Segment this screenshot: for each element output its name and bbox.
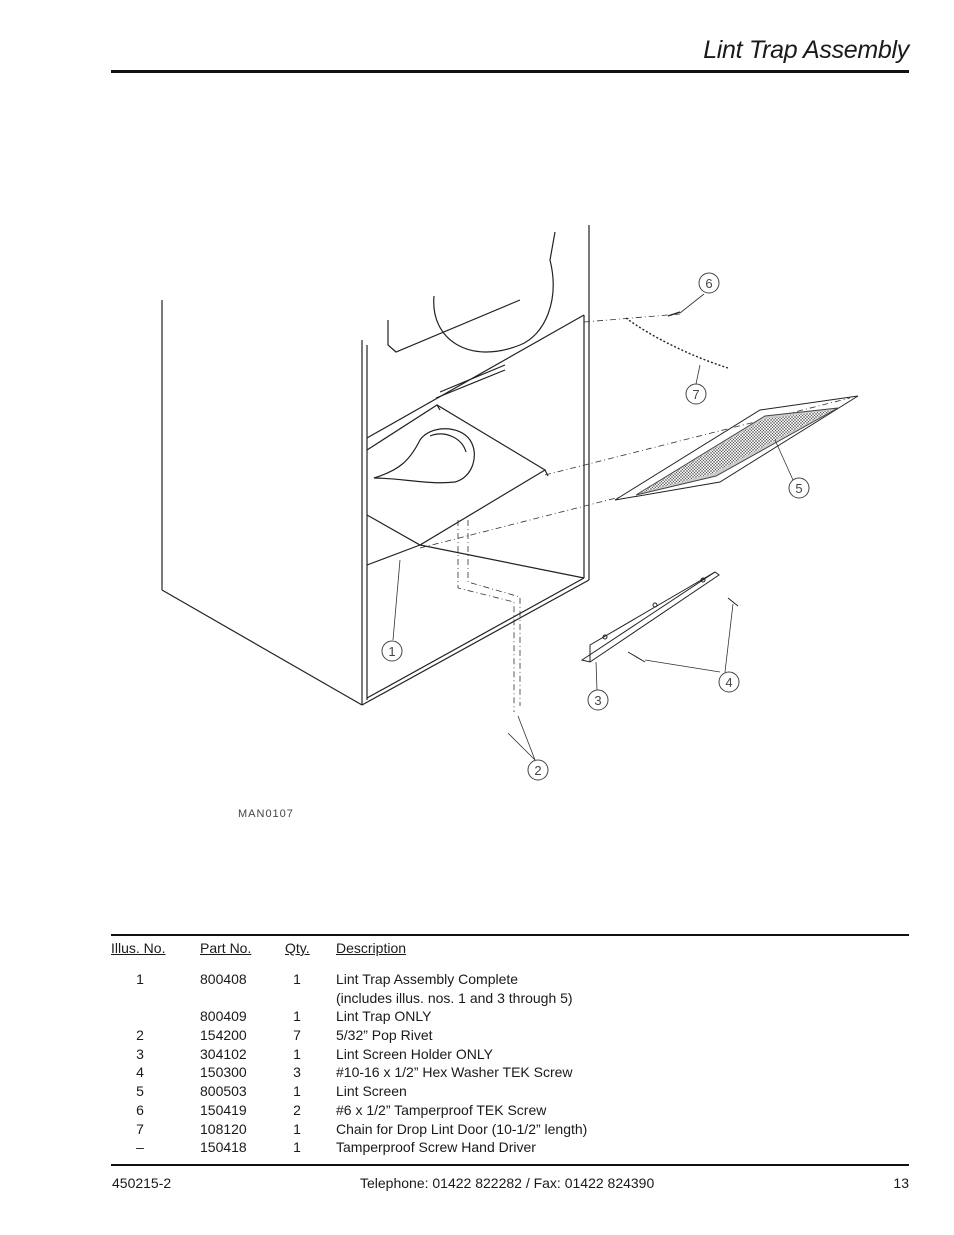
callout-label-5: 5 [795,481,802,496]
cabinet-body [161,225,590,706]
description-cell: #10-16 x 1/2” Hex Washer TEK Screw [336,1064,573,1081]
callout-label-6: 6 [705,276,712,291]
header-qty: Qty. [285,940,310,956]
parts-rows: 1 800408 1 Lint Trap Assembly Complete (incl… [111,971,909,1158]
illus-cell: 4 [136,1064,144,1081]
part-number-cell: 154200 [200,1027,247,1044]
callout-5 [788,477,810,499]
lint-screen [614,395,859,501]
table-row: 3 304102 1 Lint Screen Holder ONLY [111,1046,909,1065]
illus-cell: 6 [136,1101,144,1118]
qty-cell: 1 [293,1139,301,1156]
description-cell: Lint Screen Holder ONLY [336,1045,493,1062]
table-row: – 150418 1 Tamperproof Screw Hand Driver [111,1139,909,1158]
page-number: 13 [893,1175,909,1191]
part-number-cell: 150300 [200,1064,247,1081]
qty-cell: 3 [293,1064,301,1081]
qty-cell: 1 [293,1008,301,1025]
description-cell: Lint Trap Assembly Complete [336,971,519,987]
callout-1 [381,640,403,662]
description-cell: 5/32” Pop Rivet [336,1027,433,1044]
callout-3 [587,689,609,711]
part-number-cell: 108120 [200,1120,247,1137]
page-title: Lint Trap Assembly [703,36,909,64]
callout-label-3: 3 [594,693,601,708]
part-number-cell: 800409 [200,1008,247,1025]
description-cell: #6 x 1/2” Tamperproof TEK Screw [336,1101,547,1118]
illus-cell: 2 [136,1027,144,1044]
table-row: 4 150300 3 #10-16 x 1/2” Hex Washer TEK Scr… [111,1064,909,1083]
part-number-cell: 304102 [200,1045,247,1062]
callout-label-7: 7 [692,387,699,402]
callout-label-1: 1 [388,644,395,659]
callout-label-4: 4 [725,675,732,690]
drawing-id: MAN0107 [238,808,294,820]
chain [625,311,729,369]
doc-number: 450215-2 [112,1175,172,1191]
callout-label-2: 2 [534,763,541,778]
callout-7 [685,383,707,405]
header-rule [111,70,909,73]
part-number-cell: 800408 [200,971,247,987]
part-number-cell: 150419 [200,1101,247,1118]
exploded-parts-diagram: 1 2 3 4 5 6 7 MAN0107 [161,225,859,820]
description-cell: Lint Screen [336,1083,407,1100]
callout-6 [698,272,720,294]
table-row: 2 154200 7 5/32” Pop Rivet [111,1027,909,1046]
footer-rule [111,1164,909,1166]
description-cell: Lint Trap ONLY [336,1008,432,1025]
callout-4 [718,671,740,693]
description-cell: Tamperproof Screw Hand Driver [336,1139,536,1156]
part-number-cell: 150418 [200,1139,247,1156]
table-row: 800409 1 Lint Trap ONLY [111,1008,909,1027]
illus-cell: 7 [136,1120,144,1137]
qty-cell: 1 [293,971,301,987]
table-row: 1 800408 1 Lint Trap Assembly Complete [111,971,909,990]
header-part-no: Part No. [200,940,252,956]
contact-info: Telephone: 01422 822282 / Fax: 01422 824… [360,1175,655,1191]
illus-cell: 3 [136,1045,144,1062]
part-number-cell: 800503 [200,1083,247,1100]
illus-cell: 1 [136,971,144,987]
qty-cell: 1 [293,1120,301,1137]
illus-cell: 5 [136,1083,144,1100]
qty-cell: 7 [293,1027,301,1044]
table-row: 5 800503 1 Lint Screen [111,1083,909,1102]
qty-cell: 1 [293,1083,301,1100]
table-row: (includes illus. nos. 1 and 3 through 5) [111,990,909,1009]
qty-cell: 1 [293,1045,301,1062]
table-row: 6 150419 2 #6 x 1/2” Tamperproof TEK Screw [111,1102,909,1121]
screen-holder [580,571,739,663]
header-illus-no: Illus. No. [111,940,166,956]
table-row: 7 108120 1 Chain for Drop Lint Door (10-1/2… [111,1121,909,1140]
illus-cell: – [136,1139,144,1156]
description-cell: Chain for Drop Lint Door (10-1/2” length… [336,1120,588,1137]
callout-2 [527,759,549,781]
qty-cell: 2 [293,1101,301,1118]
header-description: Description [336,940,407,956]
description-cell: (includes illus. nos. 1 and 3 through 5) [336,989,573,1006]
table-top-rule [111,934,909,936]
